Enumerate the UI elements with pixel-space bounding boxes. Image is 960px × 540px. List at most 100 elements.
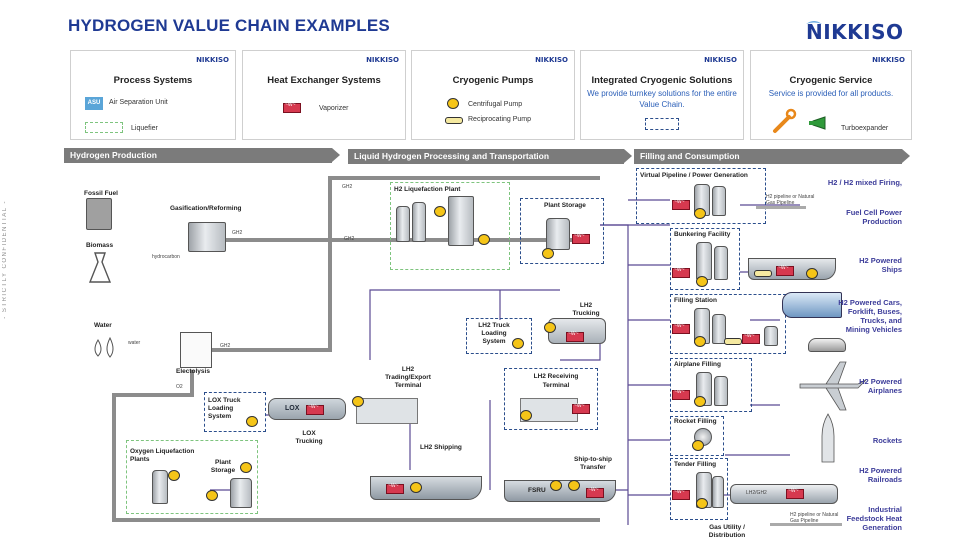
tanker-truck-icon [782,292,842,318]
vaporizer-label: Vaporizer [319,105,349,112]
vaporizer-icon [566,331,584,342]
pump-icon [520,410,532,421]
tender-filling-label: Tender Filling [674,461,717,468]
logo-word: NIKKISO [806,20,904,44]
liquefier-label: Liquefier [131,125,158,132]
h2-plant-label: H2 Liquefaction Plant [394,186,461,193]
wrench-icon [773,108,797,133]
output-railroads: H2 Powered Railroads [859,466,902,484]
vaporizer-icon [306,404,324,415]
turboexpander-icon [809,116,826,130]
vaporizer-icon [742,333,760,344]
mini-logo: NIKKISO [366,56,399,64]
plant-storage-label: Plant Storage [210,459,236,474]
plant-storage-box [520,198,604,264]
storage-tank-icon [546,218,570,250]
pump-icon [694,396,706,407]
pump-icon [696,498,708,509]
nikkiso-logo: NIKKISO [806,18,904,46]
hydrocarbon-label: hydrocarbon [152,254,180,260]
gasification-label: Gasification/Reforming [170,205,242,212]
asu-label: Air Separation Unit [109,99,168,106]
vaporizer-icon [386,483,404,494]
centrifugal-label: Centrifugal Pump [468,101,523,108]
water-label: Water [94,322,112,329]
pump-icon [434,206,446,217]
tender-filling-box [670,458,728,520]
vaporizer-icon [672,389,690,400]
filling-station-box [670,294,786,354]
mini-logo: NIKKISO [535,56,568,64]
electrolysis-icon [180,332,212,368]
reformer-icon [188,222,226,252]
liquefier-swatch [85,122,123,133]
storage-tank-icon [230,478,252,508]
rocket-filling-label: Rocket Filling [674,418,717,425]
liquefier-icon [448,196,474,246]
output-ships: H2 Powered Ships [859,256,902,274]
centrifugal-pump-icon [447,98,459,109]
car-icon [808,338,846,352]
pump-icon [550,480,562,491]
storage-tank-icon [712,186,726,216]
legend-title: Cryogenic Pumps [452,75,534,86]
legend-title: Cryogenic Service [789,75,873,86]
storage-tank-icon [712,314,726,344]
service-icons [773,108,826,133]
coldbox-icon [152,470,168,504]
lh2-truck-system-box [466,318,532,354]
pump-icon [542,248,554,259]
lh2-truck-system-label: LH2 Truck Loading System [478,322,510,345]
output-mixed-firing: H2 / H2 mixed Firing, [827,178,902,187]
asu-badge: ASU [85,97,103,110]
vaporizer-icon [672,323,690,334]
virtual-pipeline-box [636,168,766,224]
band-production: Hydrogen Production [64,148,340,163]
pump-icon [694,208,706,219]
oxygen-plant-box [126,440,258,514]
pump-icon [806,268,818,279]
pump-icon [478,234,490,245]
lox-truck-system-box [204,392,266,432]
pump-icon [512,338,524,349]
bunkering-box [670,228,740,290]
oxygen-plants-label: Oxygen Liquefaction Plants [130,448,195,463]
filling-station-label: Filling Station [674,297,717,304]
legend-pumps: NIKKISO Cryogenic Pumps Centrifugal Pump… [411,50,575,140]
lh2-receiving-label: LH2 Receiving Terminal [533,373,579,389]
vaporizer-icon [572,233,590,244]
legend-integrated: NIKKISO Integrated Cryogenic Solutions W… [580,50,744,140]
receiving-terminal-box [504,368,598,430]
logo-mark-icon [806,21,822,24]
vaporizer-icon [572,403,590,414]
lh2-export-label: LH2 Trading/Export Terminal [385,366,431,389]
rocket-filling-box [670,416,724,456]
pipeline-note-2: H2 pipeline or Natural Gas Pipeline [790,512,839,524]
reciprocating-label: Reciprocating Pump [468,116,532,123]
gh2-label-4: GH2 [344,236,355,242]
output-cars: H2 Powered Cars, Forklift, Buses, Trucks… [838,298,902,334]
tender-train-icon [730,484,838,504]
storage-tank-icon [712,476,724,508]
output-fuel-cell: Fuel Cell Power Production [846,208,902,226]
vaporizer-icon [672,199,690,210]
lox-truck-system-label: LOX Truck Loading System [208,397,241,420]
recip-pump-icon [754,270,772,277]
pipeline-note: H2 pipeline or Natural Gas Pipeline [766,194,815,206]
pump-icon [696,276,708,287]
lh2-ship-icon [370,476,482,500]
mini-logo: NIKKISO [872,56,905,64]
pump-icon [410,482,422,493]
pump-icon [246,416,258,427]
service-desc: Service is provided for all products. [768,89,894,98]
gas-utility-label: Gas Utility / Distribution [708,524,746,539]
vaporizer-icon [786,488,804,499]
fsru-label: FSRU [528,487,546,494]
output-industrial: Industrial Feedstock Heat Generation [846,505,902,532]
legend-title: Process Systems [113,75,193,86]
bunkering-label: Bunkering Facility [674,231,731,238]
vaporizer-icon [586,487,604,498]
biomass-label: Biomass [86,242,114,249]
